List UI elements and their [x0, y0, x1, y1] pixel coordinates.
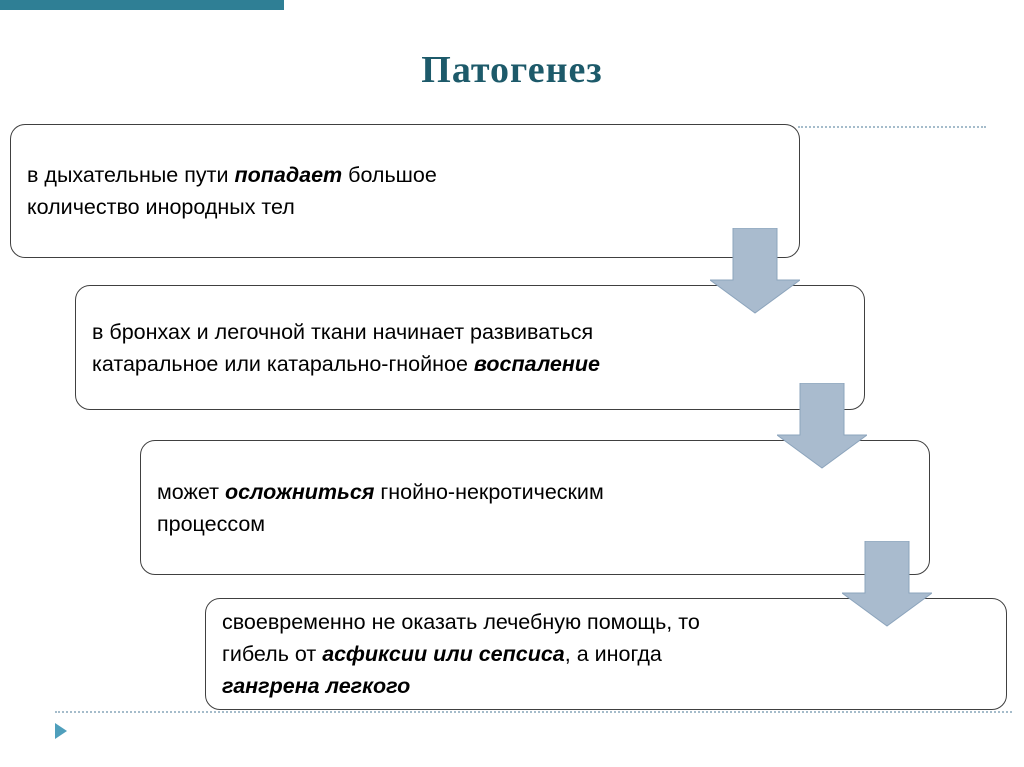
down-arrow-3-icon	[842, 541, 932, 627]
bottom-dotted-line	[55, 711, 1012, 713]
accent-bar	[0, 0, 284, 10]
footer-play-triangle-icon	[55, 723, 67, 739]
slide-title: Патогенез	[421, 49, 603, 91]
down-arrow-1-shape	[710, 228, 800, 314]
down-arrow-2-shape	[777, 383, 867, 469]
flow-box-2: в бронхах и легочной ткани начинает разв…	[75, 285, 865, 410]
flow-box-2-text: в бронхах и легочной ткани начинает разв…	[92, 319, 600, 376]
flow-box-4-text: своевременно не оказать лечебную помощь,…	[222, 610, 700, 698]
flow-box-4: своевременно не оказать лечебную помощь,…	[205, 598, 1007, 710]
down-arrow-3-shape	[842, 541, 932, 627]
down-arrow-1-icon	[710, 228, 800, 314]
top-dotted-line	[798, 126, 986, 128]
down-arrow-2-icon	[777, 383, 867, 469]
